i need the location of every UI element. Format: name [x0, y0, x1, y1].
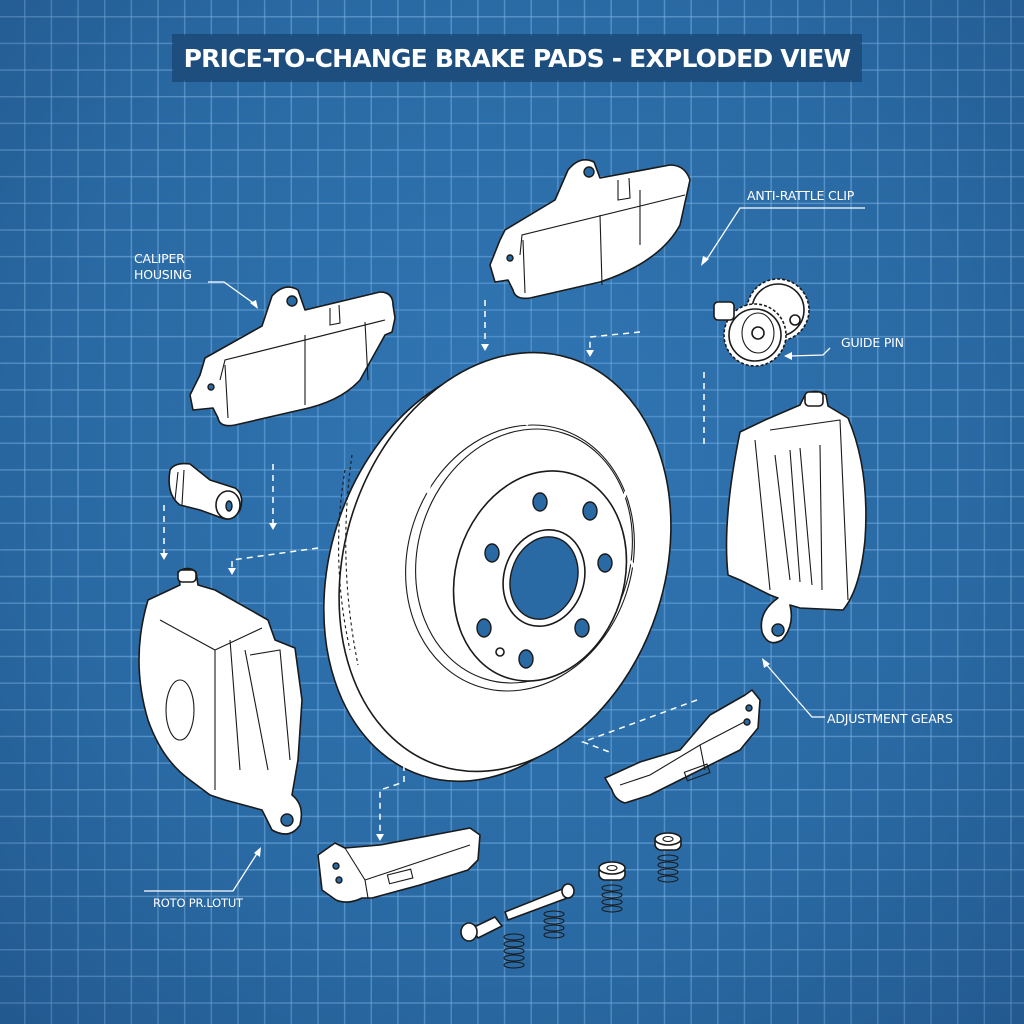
- assembly-guide-lines: [160, 300, 705, 841]
- hardware-springs: [460, 832, 682, 969]
- brake-rotor: [323, 351, 672, 783]
- bracket-lower-right: [604, 689, 761, 804]
- spring-cap-1: [598, 861, 626, 913]
- label-anti-rattle-clip: ANTI-RATTLE CLIP: [747, 188, 855, 203]
- guide-pin-bushing: [168, 462, 243, 520]
- bolt-short: [460, 916, 503, 942]
- bolt-long: [504, 883, 575, 921]
- label-caliper-housing-line2: HOUSING: [134, 267, 192, 282]
- brake-pad-top: [489, 159, 691, 300]
- spring-cap-2: [654, 832, 682, 883]
- brake-pad-left: [189, 286, 396, 427]
- label-caliper-housing-line1: CALIPER: [134, 251, 185, 266]
- caliper-right: [725, 390, 867, 644]
- label-caliper-housing: CALIPER HOUSING: [134, 251, 192, 283]
- gear-assembly: [713, 278, 810, 367]
- spring-2: [543, 910, 565, 939]
- label-rotor: ROTO PR.LOTUT: [153, 896, 243, 910]
- label-adjustment-gears: ADJUSTMENT GEARS: [827, 711, 953, 726]
- bracket-lower-left: [317, 827, 481, 903]
- diagram-title-bar: PRICE-TO-CHANGE BRAKE PADS - EXPLODED VI…: [174, 36, 860, 80]
- diagram-title: PRICE-TO-CHANGE BRAKE PADS - EXPLODED VI…: [183, 43, 851, 73]
- caliper-left: [138, 567, 303, 835]
- label-leaders: [144, 207, 865, 892]
- spring-1: [503, 933, 525, 969]
- label-guide-pin: GUIDE PIN: [841, 335, 904, 350]
